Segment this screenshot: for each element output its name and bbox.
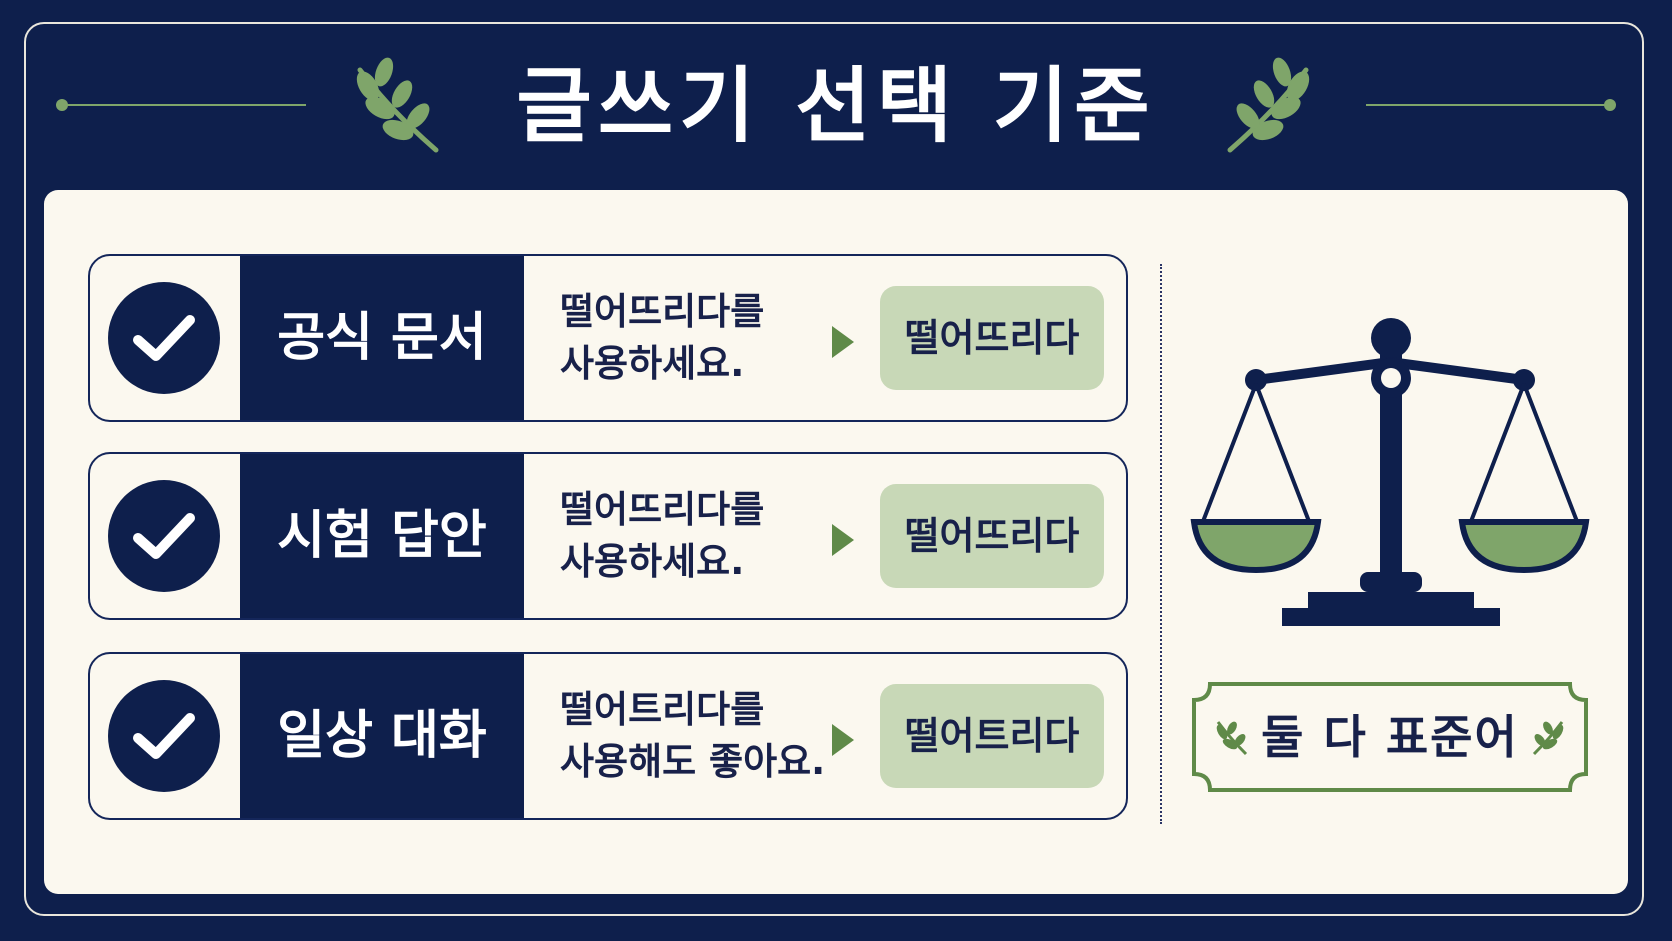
sprig-icon [1216,721,1248,756]
arrow-right-icon [832,524,854,556]
arrow-right-icon [832,326,854,358]
row-label: 일상 대화 [240,654,524,818]
row-result: 떨어뜨리다 [880,484,1104,588]
row-description: 떨어뜨리다를 사용하세요. [560,454,860,618]
row-description-line: 떨어뜨리다를 [560,290,765,333]
check-icon [133,713,195,759]
scale-icon [1190,318,1590,626]
check-icon [133,315,195,361]
check-cell [90,454,240,618]
dotted-divider [1160,264,1162,824]
standard-badge: 둘 다 표준어 [1190,680,1590,794]
criteria-row: 시험 답안 떨어뜨리다를 사용하세요. 떨어뜨리다 [88,452,1128,620]
row-description-line: 사용해도 좋아요. [560,740,826,783]
row-description: 떨어트리다를 사용해도 좋아요. [560,654,860,818]
rule-dot [56,99,68,111]
row-label: 공식 문서 [240,256,524,420]
row-description-line: 사용하세요. [560,342,745,385]
row-description-line: 떨어트리다를 [560,688,765,731]
check-cell [90,654,240,818]
check-badge [108,480,220,592]
badge-frame [1192,682,1588,792]
sprig-icon [1532,721,1564,756]
badge-text: 둘 다 표준어 [1261,710,1519,764]
check-cell [90,256,240,420]
row-description-line: 사용하세요. [560,540,745,583]
arrow-right-icon [832,724,854,756]
check-badge [108,282,220,394]
rule-dot [1604,99,1616,111]
row-label: 시험 답안 [240,454,524,618]
check-badge [108,680,220,792]
check-icon [133,513,195,559]
row-result: 떨어뜨리다 [880,286,1104,390]
row-result: 떨어트리다 [880,684,1104,788]
header-rule-right [1366,99,1616,111]
header: 글쓰기 선택 기준 [0,42,1672,172]
laurel-icon [1227,57,1310,153]
row-description: 떨어뜨리다를 사용하세요. [560,256,860,420]
page-title: 글쓰기 선택 기준 [516,59,1156,154]
laurel-icon [356,57,439,153]
criteria-row: 공식 문서 떨어뜨리다를 사용하세요. 떨어뜨리다 [88,254,1128,422]
criteria-row: 일상 대화 떨어트리다를 사용해도 좋아요. 떨어트리다 [88,652,1128,820]
outer-frame [24,22,1644,916]
header-rule-left [56,99,306,111]
row-description-line: 떨어뜨리다를 [560,488,765,531]
